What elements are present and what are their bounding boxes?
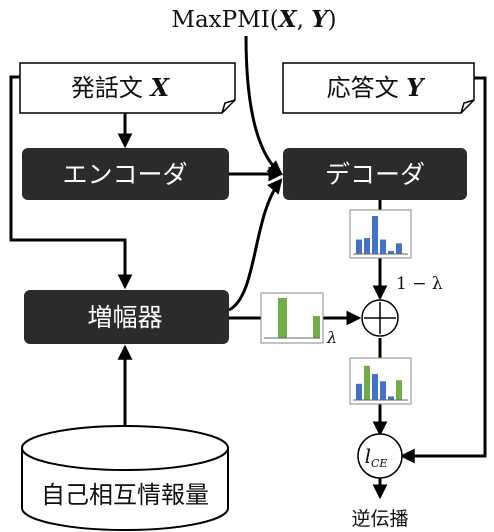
lambda-label: λ xyxy=(326,328,337,347)
pmi-database: 自己相互情報量 xyxy=(21,425,229,531)
one-minus-lambda-label: 1 − λ xyxy=(396,274,443,294)
response-label: 応答文 Y xyxy=(327,73,427,102)
encoder-box: エンコーダ xyxy=(22,148,229,200)
utterance-label: 発話文 X xyxy=(71,73,171,102)
response-to-loss-arrow xyxy=(399,76,487,464)
amplifier-output-histogram xyxy=(260,292,324,344)
histogram-bar xyxy=(396,243,402,254)
amplifier-label: 増幅器 xyxy=(87,303,162,332)
loss-node: lCE xyxy=(357,433,403,479)
utterance-to-amplifier-arrow xyxy=(9,75,133,290)
amplifier-to-decoder-arrow xyxy=(228,178,283,312)
histogram-bar xyxy=(356,383,362,400)
histogram-bar xyxy=(364,365,370,400)
decoder-label: デコーダ xyxy=(325,160,425,189)
histogram-bar xyxy=(356,239,362,254)
utterance-document: 発話文 X xyxy=(19,62,236,114)
response-document: 応答文 Y xyxy=(282,62,475,114)
backprop-label: 逆伝播 xyxy=(351,508,408,530)
histogram-bar xyxy=(380,239,386,254)
decoder-box: デコーダ xyxy=(283,148,467,200)
histogram-bar xyxy=(380,381,386,400)
amplifier-box: 増幅器 xyxy=(24,290,229,344)
histogram-bar xyxy=(278,298,287,338)
database-label: 自己相互情報量 xyxy=(41,481,209,509)
histogram-bar xyxy=(364,238,370,254)
histogram-bar xyxy=(396,380,402,400)
combined-histogram xyxy=(349,357,412,405)
plus-icon xyxy=(364,302,396,334)
sum-node xyxy=(361,299,399,337)
histogram-bar xyxy=(372,216,378,254)
histogram-bar xyxy=(372,374,378,400)
decoder-output-histogram xyxy=(349,209,412,259)
histogram-bar xyxy=(388,396,394,400)
loss-label: lCE xyxy=(365,444,388,470)
maxpmi-arrow xyxy=(244,35,283,176)
encoder-label: エンコーダ xyxy=(62,160,187,189)
histogram-bar xyxy=(313,316,320,338)
histogram-bar xyxy=(388,250,394,254)
maxpmi-label: MaxPMI(X, Y) xyxy=(171,6,336,33)
